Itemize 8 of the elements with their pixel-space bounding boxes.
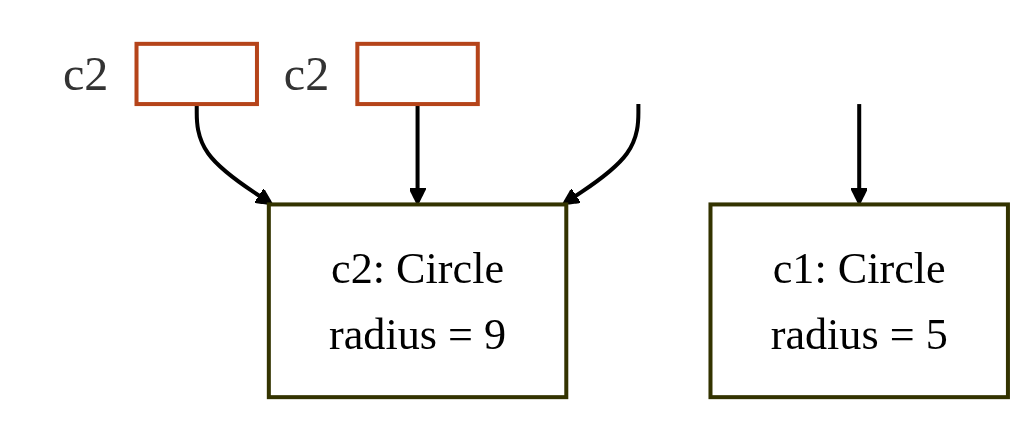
reference-box (134, 41, 259, 107)
arrow (194, 104, 274, 206)
reference-box (355, 41, 480, 107)
object-box: c2: Circle radius = 9 (266, 202, 569, 400)
variable-name: c2 (62, 47, 109, 100)
arrow (561, 104, 641, 206)
variable-name: c2 (283, 47, 330, 100)
object-box: c1: Circle radius = 5 (708, 202, 1010, 400)
